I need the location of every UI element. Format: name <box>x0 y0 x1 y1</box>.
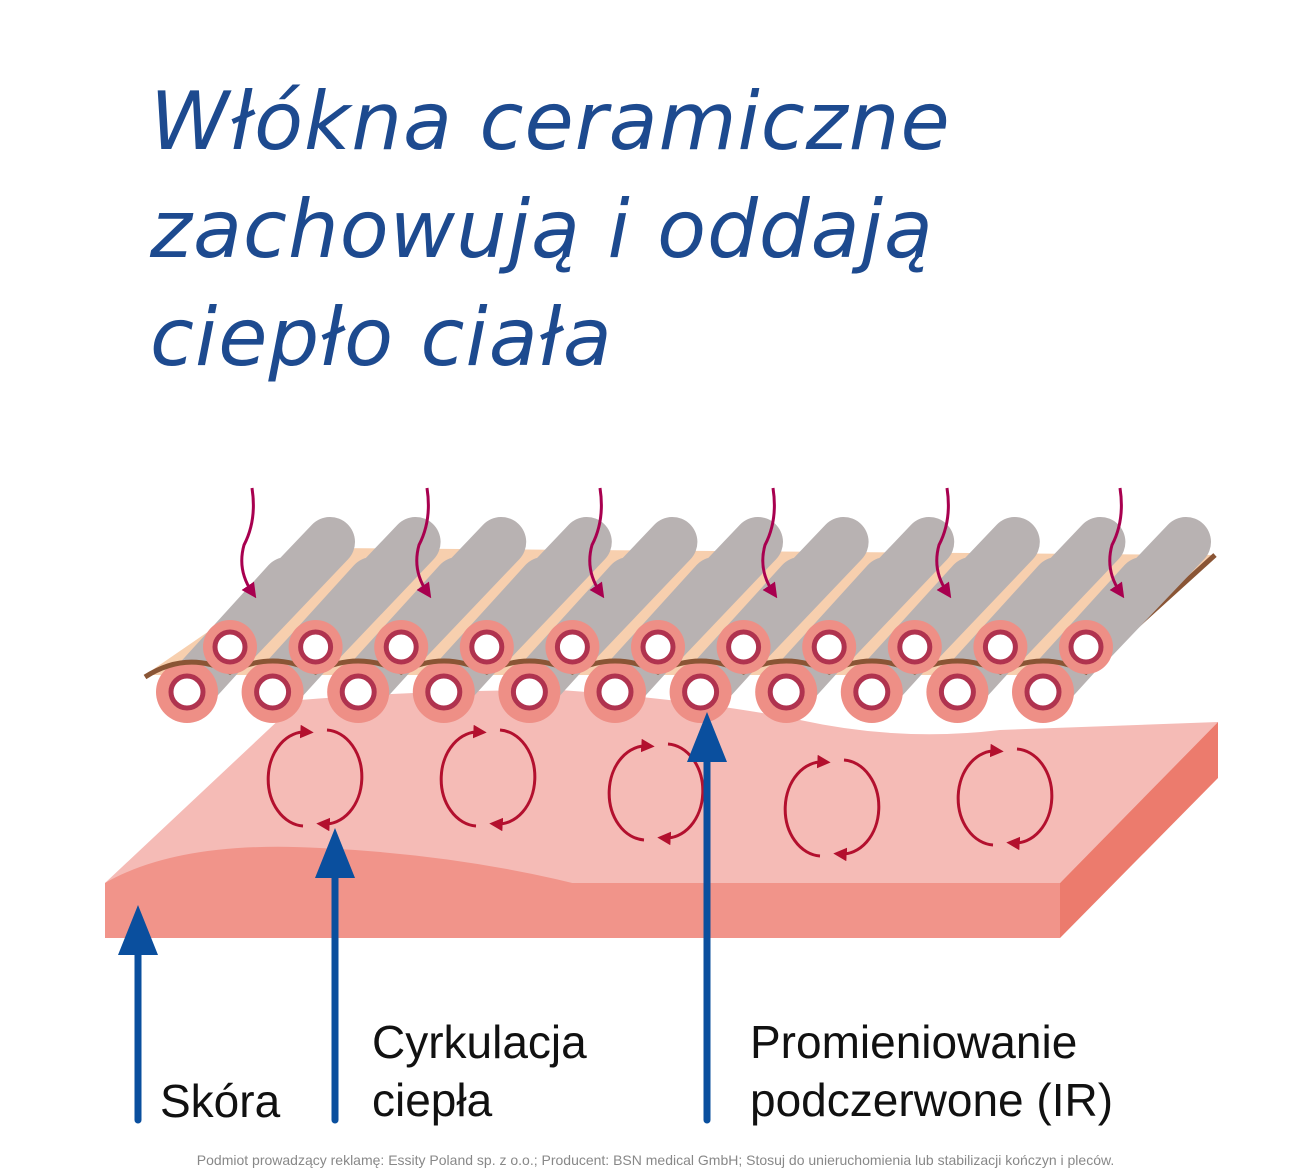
fiber-lower-core <box>510 673 548 711</box>
heat-arrow <box>761 487 778 599</box>
circulation-arrow <box>956 743 1004 847</box>
fiber-lower-core <box>767 673 805 711</box>
fiber-lower-core <box>1024 673 1062 711</box>
fiber-upper-core <box>469 629 505 665</box>
circulation-arrow <box>607 738 655 842</box>
label-infrared-line-2: podczerwone (IR) <box>750 1074 1114 1126</box>
circulation-arrow <box>439 724 487 828</box>
footer-disclaimer: Podmiot prowadzący reklamę: Essity Polan… <box>196 1152 1115 1168</box>
fiber-upper-core <box>811 629 847 665</box>
title-line-2: zachowują i oddają <box>150 183 934 276</box>
heat-arrow <box>588 487 605 599</box>
circulation-arrow <box>489 728 537 832</box>
label-infrared-line-1: Promieniowanie <box>750 1016 1078 1068</box>
label-circulation-line-1: Cyrkulacja <box>372 1016 587 1068</box>
blue-arrow-head <box>118 905 158 955</box>
label-skin-line: Skóra <box>160 1075 281 1127</box>
label-infrared: Promieniowanie podczerwone (IR) <box>750 1013 1113 1129</box>
fiber-upper-core <box>1068 629 1104 665</box>
title-line-1: Włókna ceramiczne <box>150 75 951 168</box>
heat-arrow <box>1108 487 1125 599</box>
heat-arrow <box>935 487 952 599</box>
skin-top-surface <box>105 690 1218 883</box>
fiber-lower-core <box>596 673 634 711</box>
blue-arrow-head <box>315 828 355 878</box>
fiber-upper-core <box>897 629 933 665</box>
circulation-arrow <box>1006 747 1054 851</box>
fiber-lower-core <box>254 673 292 711</box>
circulation-arrow <box>657 742 705 846</box>
label-circulation: Cyrkulacja ciepła <box>372 1013 587 1129</box>
fiber-lower-core <box>339 673 377 711</box>
heat-arrow <box>415 487 432 599</box>
fiber-upper-core <box>982 629 1018 665</box>
circulation-arrow <box>833 758 881 862</box>
label-skin: Skóra <box>160 1072 280 1130</box>
fiber-lower-core <box>682 673 720 711</box>
fiber-upper-core <box>554 629 590 665</box>
skin-layer <box>105 690 1218 938</box>
fabric-layer <box>143 517 1217 723</box>
fiber-upper-core <box>640 629 676 665</box>
fiber-lower-core <box>425 673 463 711</box>
diagram-title: Włókna ceramiczne zachowują i oddają cie… <box>150 68 951 392</box>
circulation-arrow <box>266 724 314 828</box>
heat-arrows <box>240 487 1125 599</box>
fiber-lower-core <box>938 673 976 711</box>
fiber-lower-core <box>168 673 206 711</box>
circulation-arrow <box>316 728 364 832</box>
title-line-3: ciepło ciała <box>150 291 613 384</box>
skin-front-face <box>105 883 1060 938</box>
circulation-arrow <box>783 754 831 858</box>
fiber-upper-core <box>212 629 248 665</box>
fiber-upper-core <box>298 629 334 665</box>
fiber-upper-core <box>726 629 762 665</box>
circulation-arrows <box>266 724 1054 862</box>
blue-arrow-head <box>687 712 727 762</box>
heat-arrow <box>240 487 257 599</box>
fiber-lower-core <box>853 673 891 711</box>
skin-side-face <box>1060 722 1218 938</box>
blue-arrows <box>118 712 727 1124</box>
fiber-upper-core <box>383 629 419 665</box>
label-circulation-line-2: ciepła <box>372 1074 493 1126</box>
